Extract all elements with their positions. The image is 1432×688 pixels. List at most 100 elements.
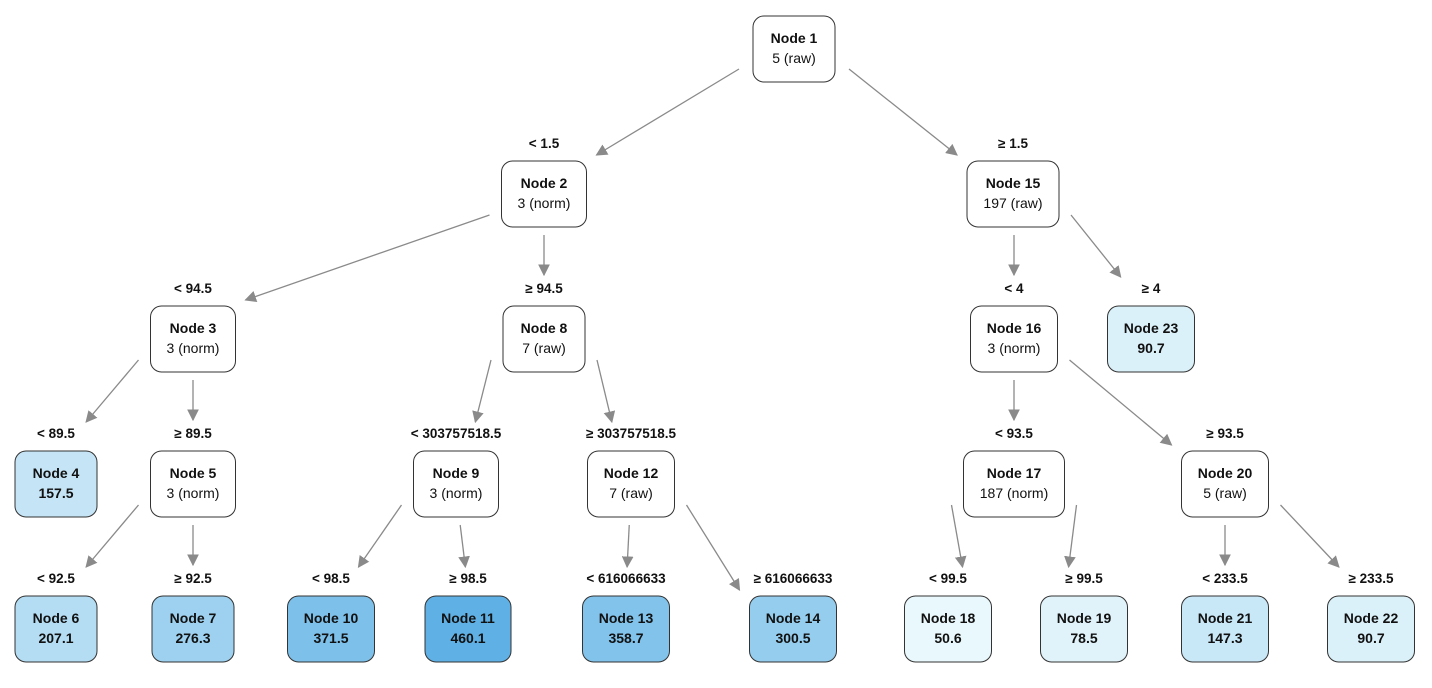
edge-labels-layer: < 1.5≥ 1.5< 94.5≥ 94.5< 89.5≥ 89.5< 92.5… — [37, 136, 1394, 586]
node-box — [582, 595, 670, 663]
node-box — [752, 15, 836, 83]
nodes-layer: Node 1 5 (raw) Node 2 3 (norm) Node 3 3 (norm… — [14, 15, 1415, 663]
edge-condition-label: < 616066633 — [586, 571, 666, 586]
edge-condition-label: < 4 — [1004, 281, 1024, 296]
node-title: Node 20 — [1198, 465, 1253, 481]
edge-arrow — [85, 504, 139, 568]
node-box — [424, 595, 512, 663]
edge-arrow — [685, 504, 741, 591]
node-value: 147.3 — [1207, 630, 1242, 646]
edge-condition-label: ≥ 303757518.5 — [586, 426, 676, 441]
node-box — [502, 305, 586, 373]
node-box — [970, 305, 1058, 373]
node-box — [587, 450, 675, 518]
node-box — [287, 595, 375, 663]
edge-condition-label: < 303757518.5 — [411, 426, 502, 441]
edge-arrow — [472, 359, 492, 424]
edge-condition-label: < 99.5 — [929, 571, 967, 586]
edge-condition-label: < 93.5 — [995, 426, 1033, 441]
edge-arrow — [85, 359, 139, 423]
tree-node-12: Node 12 7 (raw) — [587, 450, 675, 518]
tree-node-11: Node 11 460.1 — [424, 595, 512, 663]
tree-node-6: Node 6 207.1 — [14, 595, 98, 663]
node-title: Node 22 — [1344, 610, 1399, 626]
edge-condition-label: ≥ 94.5 — [525, 281, 563, 296]
node-value: 207.1 — [38, 630, 73, 646]
edge-condition-label: < 89.5 — [37, 426, 75, 441]
node-value: 78.5 — [1070, 630, 1097, 646]
tree-node-20: Node 20 5 (raw) — [1181, 450, 1269, 518]
node-title: Node 19 — [1057, 610, 1112, 626]
node-title: Node 7 — [170, 610, 217, 626]
node-value: 460.1 — [450, 630, 485, 646]
node-title: Node 8 — [521, 320, 568, 336]
tree-node-9: Node 9 3 (norm) — [413, 450, 499, 518]
node-title: Node 21 — [1198, 610, 1253, 626]
node-split-feature: 3 (norm) — [167, 485, 220, 501]
node-title: Node 12 — [604, 465, 659, 481]
node-title: Node 2 — [521, 175, 568, 191]
node-box — [904, 595, 992, 663]
node-split-feature: 197 (raw) — [983, 195, 1042, 211]
edge-arrow — [1069, 359, 1173, 446]
edge-arrow — [1070, 214, 1122, 278]
node-title: Node 23 — [1124, 320, 1179, 336]
edge-arrow — [244, 214, 490, 303]
edge-arrow — [595, 68, 740, 156]
node-title: Node 5 — [170, 465, 217, 481]
edge-condition-label: ≥ 616066633 — [754, 571, 833, 586]
tree-node-16: Node 163 (norm) — [970, 305, 1058, 373]
tree-node-5: Node 5 3 (norm) — [150, 450, 236, 518]
node-split-feature: 187 (norm) — [980, 485, 1048, 501]
node-box — [413, 450, 499, 518]
node-split-feature: 3 (norm) — [518, 195, 571, 211]
node-title: Node 16 — [987, 320, 1042, 336]
node-box — [501, 160, 587, 228]
node-box — [963, 450, 1065, 518]
tree-node-8: Node 8 7 (raw) — [502, 305, 586, 373]
edge-condition-label: < 98.5 — [312, 571, 350, 586]
edge-condition-label: ≥ 89.5 — [174, 426, 212, 441]
edge-condition-label: < 233.5 — [1202, 571, 1248, 586]
node-split-feature: 5 (raw) — [772, 50, 816, 66]
node-title: Node 6 — [33, 610, 80, 626]
node-value: 371.5 — [313, 630, 348, 646]
edge-condition-label: ≥ 98.5 — [449, 571, 487, 586]
node-split-feature: 7 (raw) — [609, 485, 653, 501]
tree-node-7: Node 7 276.3 — [151, 595, 235, 663]
tree-node-3: Node 3 3 (norm) — [150, 305, 236, 373]
node-split-feature: 5 (raw) — [1203, 485, 1247, 501]
node-split-feature: 3 (norm) — [430, 485, 483, 501]
edge-condition-label: ≥ 92.5 — [174, 571, 212, 586]
node-split-feature: 3 (norm) — [167, 340, 220, 356]
edge-condition-label: < 92.5 — [37, 571, 75, 586]
node-title: Node 11 — [441, 610, 495, 626]
node-title: Node 9 — [433, 465, 480, 481]
edge-arrow — [357, 504, 403, 568]
node-box — [1181, 450, 1269, 518]
edge-condition-label: ≥ 1.5 — [998, 136, 1028, 151]
node-box — [150, 450, 236, 518]
node-value: 90.7 — [1357, 630, 1384, 646]
node-value: 276.3 — [175, 630, 210, 646]
tree-node-1: Node 1 5 (raw) — [752, 15, 836, 83]
node-box — [966, 160, 1060, 228]
node-box — [1327, 595, 1415, 663]
node-split-feature: 7 (raw) — [522, 340, 566, 356]
edge-arrow — [458, 524, 470, 569]
node-value: 358.7 — [608, 630, 643, 646]
node-value: 50.6 — [934, 630, 961, 646]
node-title: Node 1 — [771, 30, 818, 46]
node-value: 300.5 — [775, 630, 810, 646]
node-title: Node 4 — [33, 465, 80, 481]
node-box — [151, 595, 235, 663]
node-box — [1181, 595, 1269, 663]
node-title: Node 3 — [170, 320, 217, 336]
node-box — [14, 450, 98, 518]
